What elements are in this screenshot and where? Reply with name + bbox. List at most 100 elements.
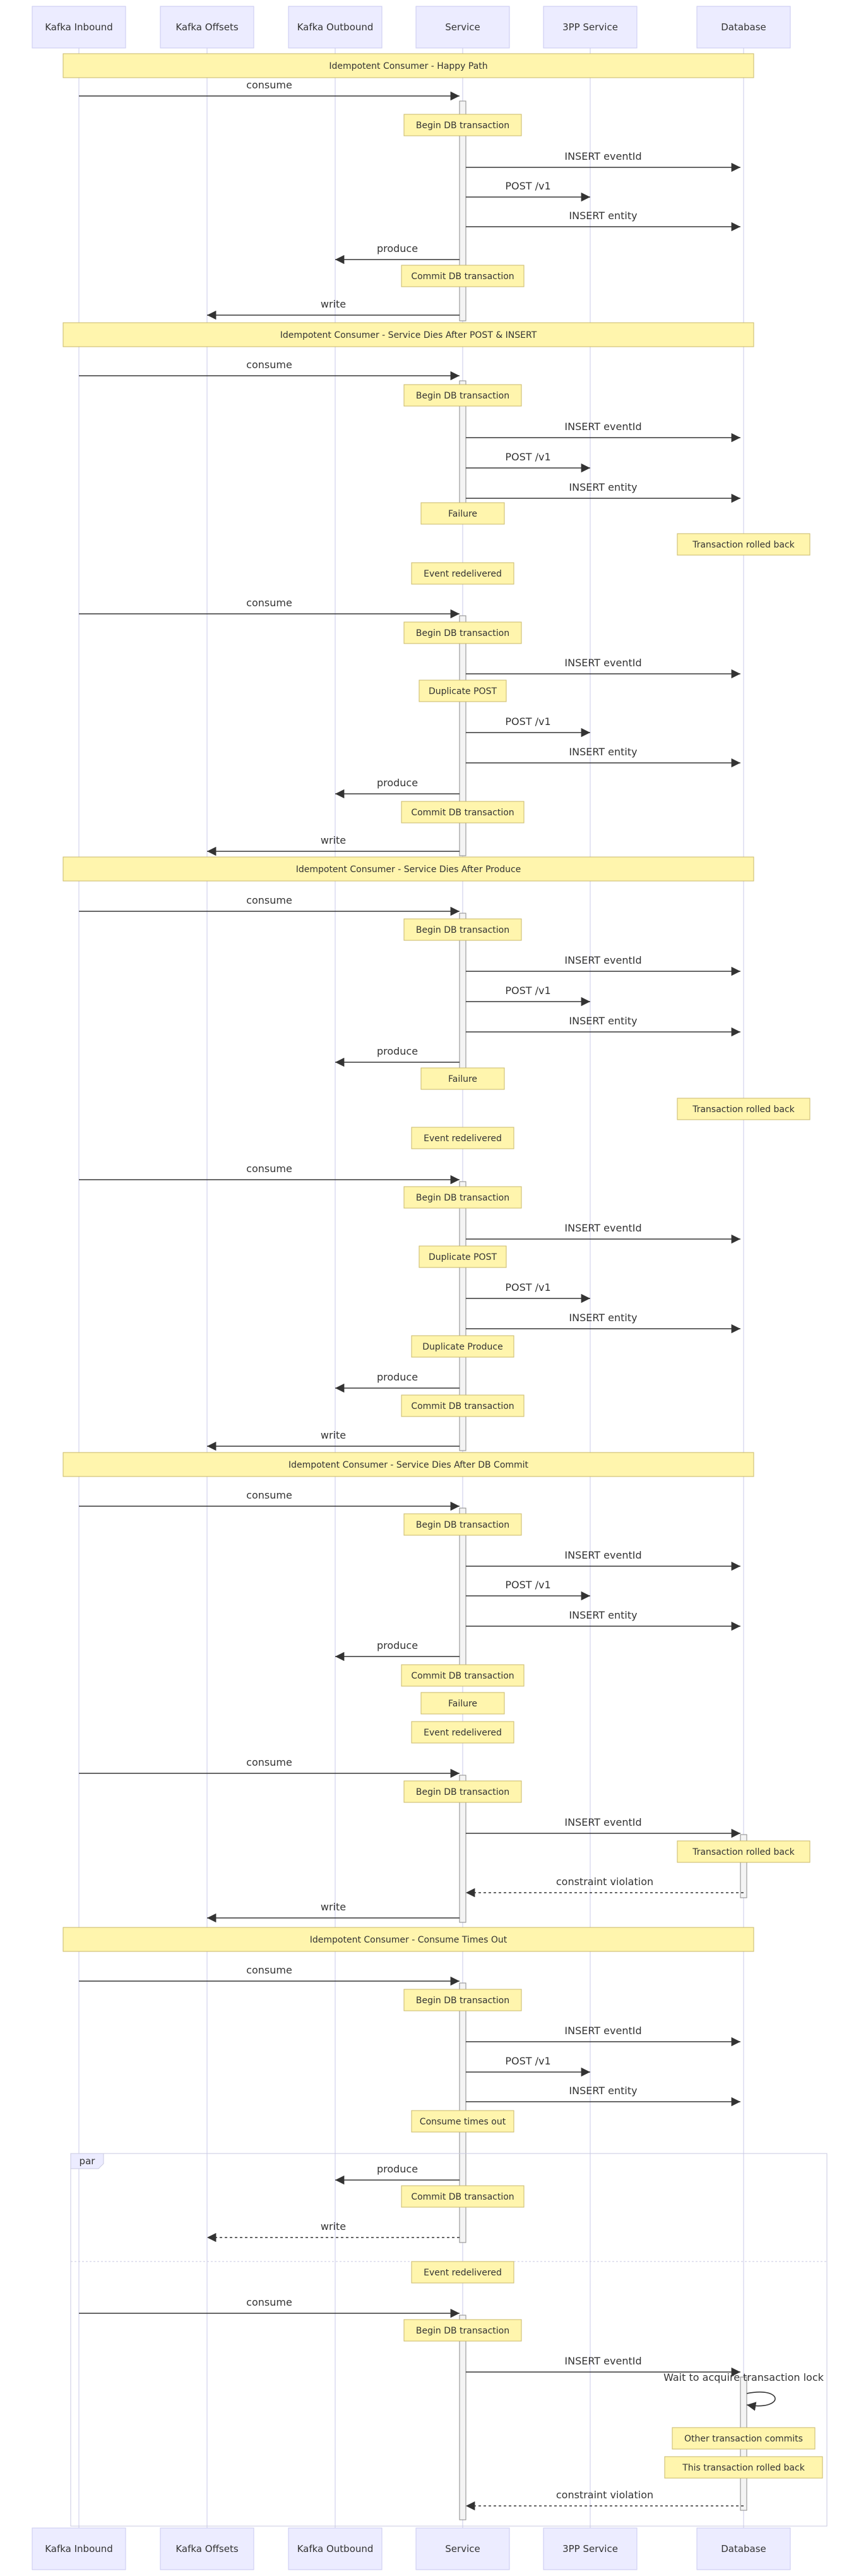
note-text: Transaction rolled back: [692, 1105, 795, 1115]
par-block: par: [70, 2153, 828, 2527]
message: INSERT eventId: [466, 657, 740, 679]
message-label: INSERT entity: [569, 1312, 637, 1324]
note: This transaction rolled back: [664, 2456, 823, 2479]
message: POST /v1: [466, 2055, 590, 2077]
note-box: [677, 1098, 810, 1120]
message: constraint violation: [466, 2489, 744, 2511]
message: consume: [79, 79, 460, 101]
note-box: [403, 1780, 522, 1803]
note-text: Begin DB transaction: [416, 628, 509, 638]
note: Event redelivered: [411, 1127, 514, 1149]
message-label: constraint violation: [556, 2489, 653, 2501]
message-label: constraint violation: [556, 1876, 653, 1888]
message: INSERT eventId: [466, 1222, 740, 1244]
message: produce: [335, 1639, 460, 1662]
message-label: POST /v1: [505, 716, 550, 728]
message-label: POST /v1: [505, 985, 550, 997]
note: Begin DB transaction: [403, 1186, 522, 1209]
note: Commit DB transaction: [401, 2185, 525, 2208]
activation-bar: [459, 2315, 466, 2520]
message: INSERT entity: [466, 210, 740, 232]
note: Begin DB transaction: [403, 2319, 522, 2342]
note: Begin DB transaction: [403, 1513, 522, 1536]
message: INSERT entity: [466, 1015, 740, 1037]
message-label: write: [321, 834, 346, 846]
note-box: [401, 265, 525, 287]
note-text: Begin DB transaction: [416, 1787, 509, 1797]
message: INSERT entity: [466, 1312, 740, 1334]
participant-label: Kafka Outbound: [297, 2543, 374, 2555]
note-box: [411, 562, 514, 585]
self-message-arrow: [746, 2391, 776, 2411]
section-banner-title: Idempotent Consumer - Happy Path: [329, 61, 487, 71]
message: write: [207, 1901, 460, 1923]
participant-koff-bottom: Kafka Offsets: [160, 2527, 254, 2570]
note-box: [411, 2110, 514, 2133]
section-banner-box: [62, 1927, 754, 1952]
note-box: [420, 502, 505, 525]
par-label: par: [80, 2155, 96, 2167]
participant-koff-top: Kafka Offsets: [160, 6, 254, 49]
message: INSERT entity: [466, 1609, 740, 1631]
activation-bar: [459, 615, 466, 856]
note: Consume times out: [411, 2110, 514, 2133]
message: INSERT entity: [466, 481, 740, 503]
section-banner-title: Idempotent Consumer - Service Dies After…: [296, 865, 521, 875]
note-text: Event redelivered: [424, 2268, 502, 2278]
note: Event redelivered: [411, 1721, 514, 1744]
participant-ext-top: 3PP Service: [543, 6, 638, 49]
message: constraint violation: [466, 1876, 744, 1898]
message: INSERT eventId: [466, 421, 740, 443]
participant-box: [288, 6, 383, 49]
note-text: Commit DB transaction: [411, 1671, 514, 1681]
message-label: POST /v1: [505, 451, 550, 463]
message-label: write: [321, 1901, 346, 1913]
message-label: POST /v1: [505, 180, 550, 192]
participant-svc-top: Service: [415, 6, 510, 49]
note-text: Event redelivered: [424, 1728, 502, 1738]
participant-box: [696, 6, 791, 49]
note-text: Failure: [448, 1699, 477, 1709]
section-banner: Idempotent Consumer - Service Dies After…: [62, 1452, 754, 1477]
message: POST /v1: [466, 180, 590, 202]
participant-box: [160, 2527, 254, 2570]
par-frame: [70, 2153, 828, 2527]
participant-box: [543, 6, 638, 49]
participant-label: 3PP Service: [562, 21, 618, 33]
participant-box: [288, 2527, 383, 2570]
message: POST /v1: [466, 985, 590, 1007]
participant-label: Kafka Offsets: [175, 2543, 238, 2555]
message: write: [207, 1429, 460, 1451]
participant-db-bottom: Database: [696, 2527, 791, 2570]
note-text: Other transaction commits: [684, 2434, 803, 2444]
note-box: [403, 918, 522, 941]
message-label: write: [321, 1429, 346, 1441]
note-box: [401, 1664, 525, 1687]
message-label: POST /v1: [505, 1281, 550, 1293]
par-tag: [70, 2153, 104, 2169]
note-box: [664, 2456, 823, 2479]
activation-bar: [740, 1834, 747, 1898]
message-label: consume: [246, 894, 292, 906]
note-text: Commit DB transaction: [411, 808, 514, 818]
note-text: Consume times out: [420, 2117, 506, 2127]
message: INSERT entity: [466, 746, 740, 768]
note-text: Begin DB transaction: [416, 2326, 509, 2336]
message: INSERT entity: [466, 2085, 740, 2107]
message-label: INSERT entity: [569, 210, 637, 222]
message: produce: [335, 2163, 460, 2185]
note-text: Transaction rolled back: [692, 540, 795, 550]
message-label: POST /v1: [505, 1579, 550, 1591]
activation-bar: [459, 1181, 466, 1451]
participant-kout-bottom: Kafka Outbound: [288, 2527, 383, 2570]
section-banner-box: [62, 856, 754, 882]
message: consume: [79, 359, 460, 381]
message: POST /v1: [466, 1281, 590, 1303]
participant-box: [32, 2527, 126, 2570]
message-label: INSERT eventId: [564, 657, 641, 669]
message-label: INSERT eventId: [564, 421, 641, 433]
message: produce: [335, 1371, 460, 1393]
participant-kin-bottom: Kafka Inbound: [32, 2527, 126, 2570]
note-box: [401, 2185, 525, 2208]
